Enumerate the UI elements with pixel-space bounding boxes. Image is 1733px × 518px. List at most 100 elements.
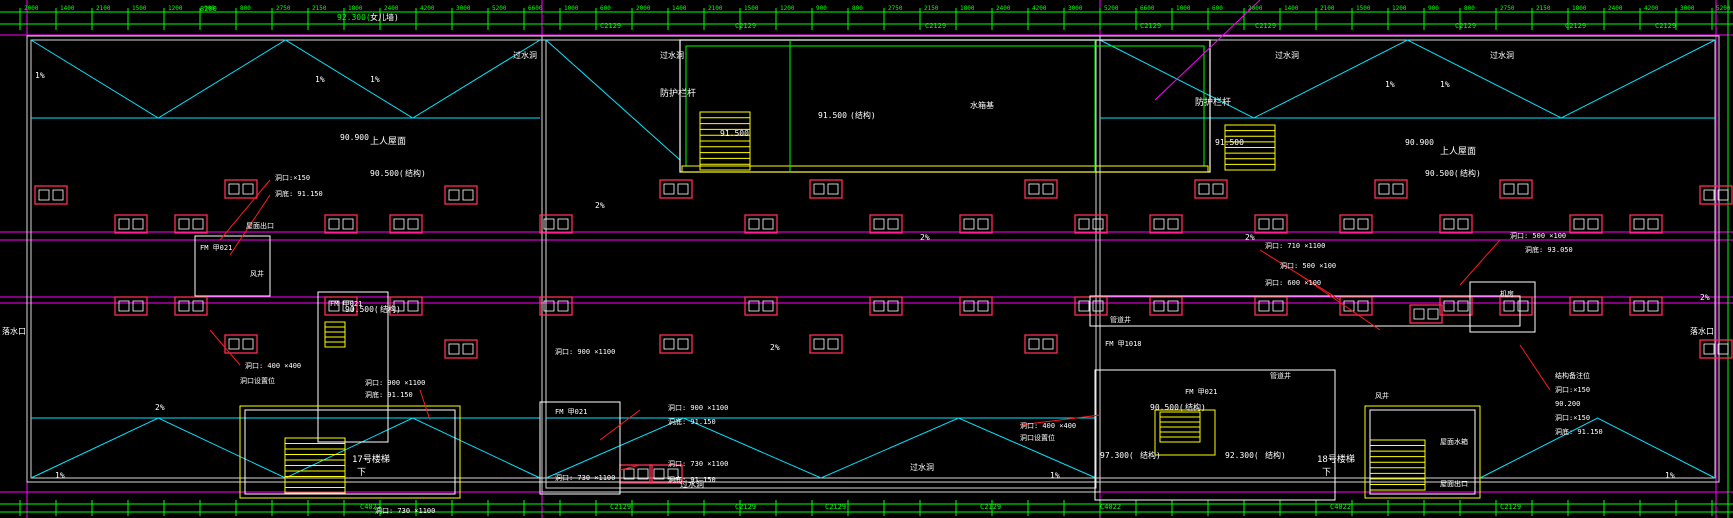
dim-value: 3000 [456, 5, 471, 12]
window [1699, 339, 1733, 359]
window-pane [1167, 218, 1179, 230]
upper-roof-label-right: 上人屋面 [1440, 146, 1476, 157]
window [174, 214, 208, 234]
window-pane [1443, 218, 1455, 230]
dim-value: 2000 [24, 5, 39, 12]
ridge-line [1099, 39, 1716, 119]
drain-left: 落水口 [2, 326, 26, 336]
window-pane [1153, 300, 1165, 312]
window-pane [1647, 218, 1659, 230]
window-pane [667, 468, 679, 480]
slope-1: 1% [35, 71, 45, 80]
window [1024, 334, 1058, 354]
window [34, 185, 68, 205]
slope-2: 1% [315, 75, 325, 84]
window-pane [543, 300, 555, 312]
fm-4: FM 甲021 [1185, 388, 1217, 396]
window-pane [748, 300, 760, 312]
window [659, 334, 693, 354]
leader-line [1519, 344, 1551, 391]
bottom-window-c2129-c: C2129 [825, 503, 846, 511]
elev-915-left: 91.500 [720, 129, 749, 138]
window-pane [977, 218, 989, 230]
ridge-line [1479, 417, 1716, 479]
overflow-2: 过水洞 [660, 50, 684, 60]
window-pane [1717, 189, 1729, 201]
window-pane [38, 189, 50, 201]
window [324, 214, 358, 234]
note-hole-900-1100-b: 洞口: 900 ×1100 [555, 347, 615, 356]
window-pane [1703, 189, 1715, 201]
dim-value: 1800 [1572, 5, 1587, 12]
top-dim-span: 8200 [200, 5, 217, 13]
top-window-c2129-b: C2129 [735, 22, 756, 30]
window [224, 334, 258, 354]
dim-value: 800 [240, 5, 251, 12]
window [1629, 214, 1663, 234]
machine-room: 机房 [1500, 289, 1514, 298]
window-pane [228, 338, 240, 350]
note-hole-150: 洞口:×150 [275, 173, 310, 182]
window [1699, 185, 1733, 205]
dim-value: 800 [852, 5, 863, 12]
window [1024, 179, 1058, 199]
note-hole-900-1100-c: 洞口: 900 ×1100 [668, 403, 728, 412]
ridge-line [30, 39, 541, 119]
roof-exit-b: 屋面出口 [1440, 479, 1468, 488]
dim-value: 3000 [1068, 5, 1083, 12]
window-pane [328, 218, 340, 230]
upper-roof-label-left: 上人屋面 [370, 136, 406, 147]
leader-line [599, 409, 641, 441]
window [444, 185, 478, 205]
elev-92300: 92.300( [1225, 451, 1259, 460]
dim-value: 1000 [564, 5, 579, 12]
window-pane [448, 189, 460, 201]
window [1194, 179, 1228, 199]
dim-value: 4200 [1644, 5, 1659, 12]
window-pane [118, 300, 130, 312]
note-hole-bottom-91150: 洞底: 91.150 [365, 390, 413, 399]
elev-90900-right: 90.900 [1405, 138, 1434, 147]
window-pane [342, 218, 354, 230]
elev-struct-b: 结构) [1265, 450, 1286, 460]
window [1409, 304, 1443, 324]
note-hole-bottom-90200: 90.200 [1555, 400, 1580, 408]
roof-edge: 屋面水箱 [1440, 437, 1468, 446]
window [539, 214, 573, 234]
window [1254, 296, 1288, 316]
window [1339, 214, 1373, 234]
window [1254, 214, 1288, 234]
slope-3: 1% [370, 75, 380, 84]
window-pane [1503, 300, 1515, 312]
elev-90500-right: 90.500( [1425, 169, 1459, 178]
window-symbols [34, 179, 1733, 484]
window [174, 296, 208, 316]
leader-line [619, 464, 641, 471]
window-pane [873, 218, 885, 230]
window-pane [963, 218, 975, 230]
window-pane [118, 218, 130, 230]
window-pane [1167, 300, 1179, 312]
annotations: 92.300( 女儿墙) 8200 C2129 C2129 C2129 C212… [2, 5, 1714, 515]
note-hole-730-1100-c: 洞口: 730 ×1100 [375, 506, 435, 515]
window-pane [1258, 300, 1270, 312]
stair-18-label: 18号楼梯 [1317, 453, 1355, 465]
fm-2: FM 甲021 [200, 244, 232, 252]
window-pane [242, 338, 254, 350]
note-structure-set: 结构备注位 [1555, 371, 1590, 380]
dim-value: 6600 [528, 5, 543, 12]
slope-10: 2% [770, 343, 780, 352]
window-pane [393, 218, 405, 230]
window-pane [813, 338, 825, 350]
window [809, 179, 843, 199]
window [1074, 296, 1108, 316]
diagonal [545, 39, 681, 161]
elev-905-struct: 结构) [380, 304, 401, 314]
dim-value: 1200 [168, 5, 183, 12]
leader-line [1299, 274, 1381, 331]
leader-line [209, 329, 241, 366]
window-pane [1703, 343, 1715, 355]
window-pane [1272, 300, 1284, 312]
